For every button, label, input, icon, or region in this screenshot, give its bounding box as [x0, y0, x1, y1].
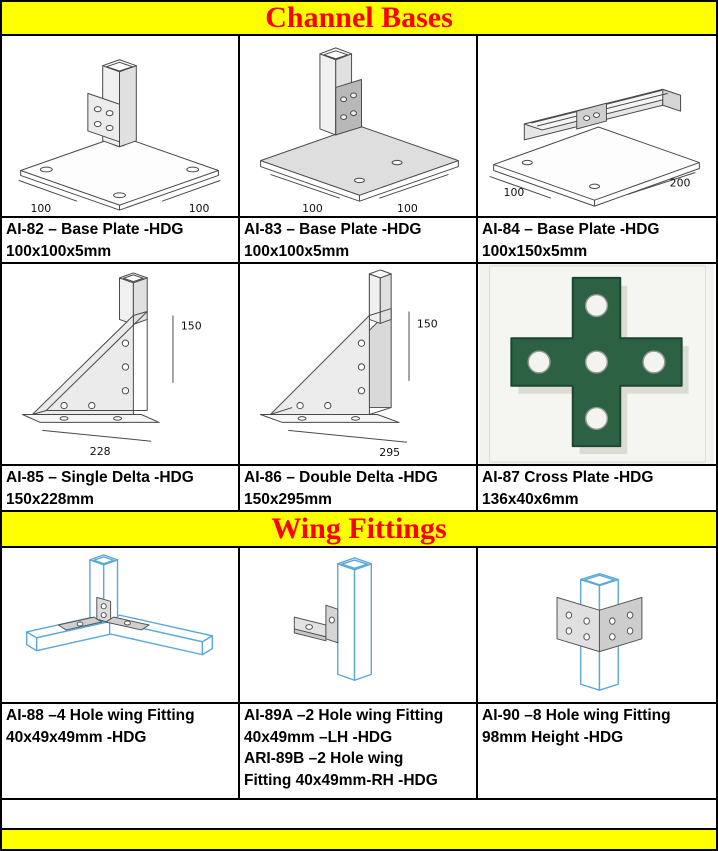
dimension-label: 100 — [302, 202, 323, 215]
product-code: AI-82 – Base Plate -HDG — [6, 221, 184, 238]
blank-spacer-row — [2, 800, 716, 830]
product-size: 40x49mm –LH -HDG — [244, 728, 393, 746]
product-image-cell-ai85: 150 228 — [2, 264, 240, 466]
product-image-cell-ai89 — [240, 548, 478, 704]
section-header-channel-bases: Channel Bases — [2, 1, 716, 36]
product-label-cell-ai84: AI-84 – Base Plate -HDG 100x150x5mm — [478, 218, 716, 264]
product-label-cell-ai90: AI-90 –8 Hole wing Fitting 98mm Height -… — [478, 704, 716, 800]
dimension-label: 150 — [417, 317, 438, 330]
product-size: 136x40x6mm — [482, 490, 579, 508]
dimension-label: 200 — [670, 176, 691, 189]
product-code: AI-87 Cross Plate -HDG — [482, 469, 654, 486]
product-size: 98mm Height -HDG — [482, 728, 624, 746]
dimension-label: 150 — [181, 319, 202, 332]
image-row-1: 100 100 — [2, 36, 716, 218]
product-label-cell-ai86: AI-86 – Double Delta -HDG 150x295mm — [240, 466, 478, 512]
product-image-cell-ai83: 100 100 — [240, 36, 478, 218]
next-section-header-strip — [2, 830, 716, 849]
product-code-variant: ARI-89B –2 Hole wing — [244, 750, 404, 767]
section-title-wing-fittings: Wing Fittings — [271, 512, 447, 545]
product-size: 40x49x49mm -HDG — [6, 728, 147, 746]
product-size: 100x100x5mm — [6, 242, 112, 260]
cross-plate-holes — [527, 293, 666, 431]
product-code: AI-83 – Base Plate -HDG — [244, 221, 422, 238]
product-code: AI-84 – Base Plate -HDG — [482, 221, 660, 238]
ai89-2hole-wing-fitting-drawing — [293, 557, 373, 681]
product-label-cell-ai89: AI-89A –2 Hole wing Fitting 40x49mm –LH … — [240, 704, 478, 800]
section-title-channel-bases: Channel Bases — [265, 1, 453, 34]
product-code: AI-88 –4 Hole wing Fitting — [6, 707, 195, 724]
product-size: 100x150x5mm — [482, 242, 588, 260]
product-label-cell-ai82: AI-82 – Base Plate -HDG 100x100x5mm — [2, 218, 240, 264]
product-image-cell-ai84: 100 200 — [478, 36, 716, 218]
ai82-base-plate-drawing: 100 100 — [18, 59, 221, 215]
product-image-cell-ai90 — [478, 548, 716, 704]
product-label-cell-ai83: AI-83 – Base Plate -HDG 100x100x5mm — [240, 218, 478, 264]
product-size: 150x228mm — [6, 490, 94, 508]
product-image-cell-ai82: 100 100 — [2, 36, 240, 218]
ai84-base-plate-drawing: 100 200 — [489, 88, 700, 207]
product-label-cell-ai85: AI-85 – Single Delta -HDG 150x228mm — [2, 466, 240, 512]
ai87-cross-plate-photo — [479, 264, 715, 464]
product-code: AI-86 – Double Delta -HDG — [244, 469, 438, 486]
dimension-label: 100 — [397, 202, 418, 215]
image-row-3 — [2, 548, 716, 704]
product-code: AI-90 –8 Hole wing Fitting — [482, 707, 671, 724]
dimension-label: 295 — [379, 446, 400, 459]
product-image-cell-ai88 — [2, 548, 240, 704]
ai88-4hole-wing-fitting-drawing — [26, 554, 213, 656]
label-row-3: AI-88 –4 Hole wing Fitting 40x49x49mm -H… — [2, 704, 716, 800]
ai90-8hole-wing-fitting-drawing — [556, 572, 643, 691]
section-header-wing-fittings: Wing Fittings — [2, 512, 716, 548]
product-label-cell-ai87: AI-87 Cross Plate -HDG 136x40x6mm — [478, 466, 716, 512]
dimension-label: 100 — [504, 186, 525, 199]
product-size-variant: Fitting 40x49mm-RH -HDG — [244, 771, 438, 789]
product-code: AI-85 – Single Delta -HDG — [6, 469, 194, 486]
dimension-label: 100 — [189, 202, 210, 215]
dimension-label: 100 — [30, 202, 51, 215]
image-row-2: 150 228 — [2, 264, 716, 466]
dimension-label: 228 — [90, 445, 111, 458]
product-size: 150x295mm — [244, 490, 332, 508]
product-label-cell-ai88: AI-88 –4 Hole wing Fitting 40x49x49mm -H… — [2, 704, 240, 800]
label-row-1: AI-82 – Base Plate -HDG 100x100x5mm AI-8… — [2, 218, 716, 264]
label-row-2: AI-85 – Single Delta -HDG 150x228mm AI-8… — [2, 466, 716, 512]
ai86-double-delta-drawing: 150 295 — [259, 269, 438, 459]
product-size: 100x100x5mm — [244, 242, 350, 260]
ai83-base-plate-drawing: 100 100 — [260, 47, 459, 215]
product-code: AI-89A –2 Hole wing Fitting — [244, 707, 444, 724]
ai85-single-delta-drawing: 150 228 — [21, 272, 202, 458]
product-image-cell-ai86: 150 295 — [240, 264, 478, 466]
product-image-cell-ai87 — [478, 264, 716, 466]
